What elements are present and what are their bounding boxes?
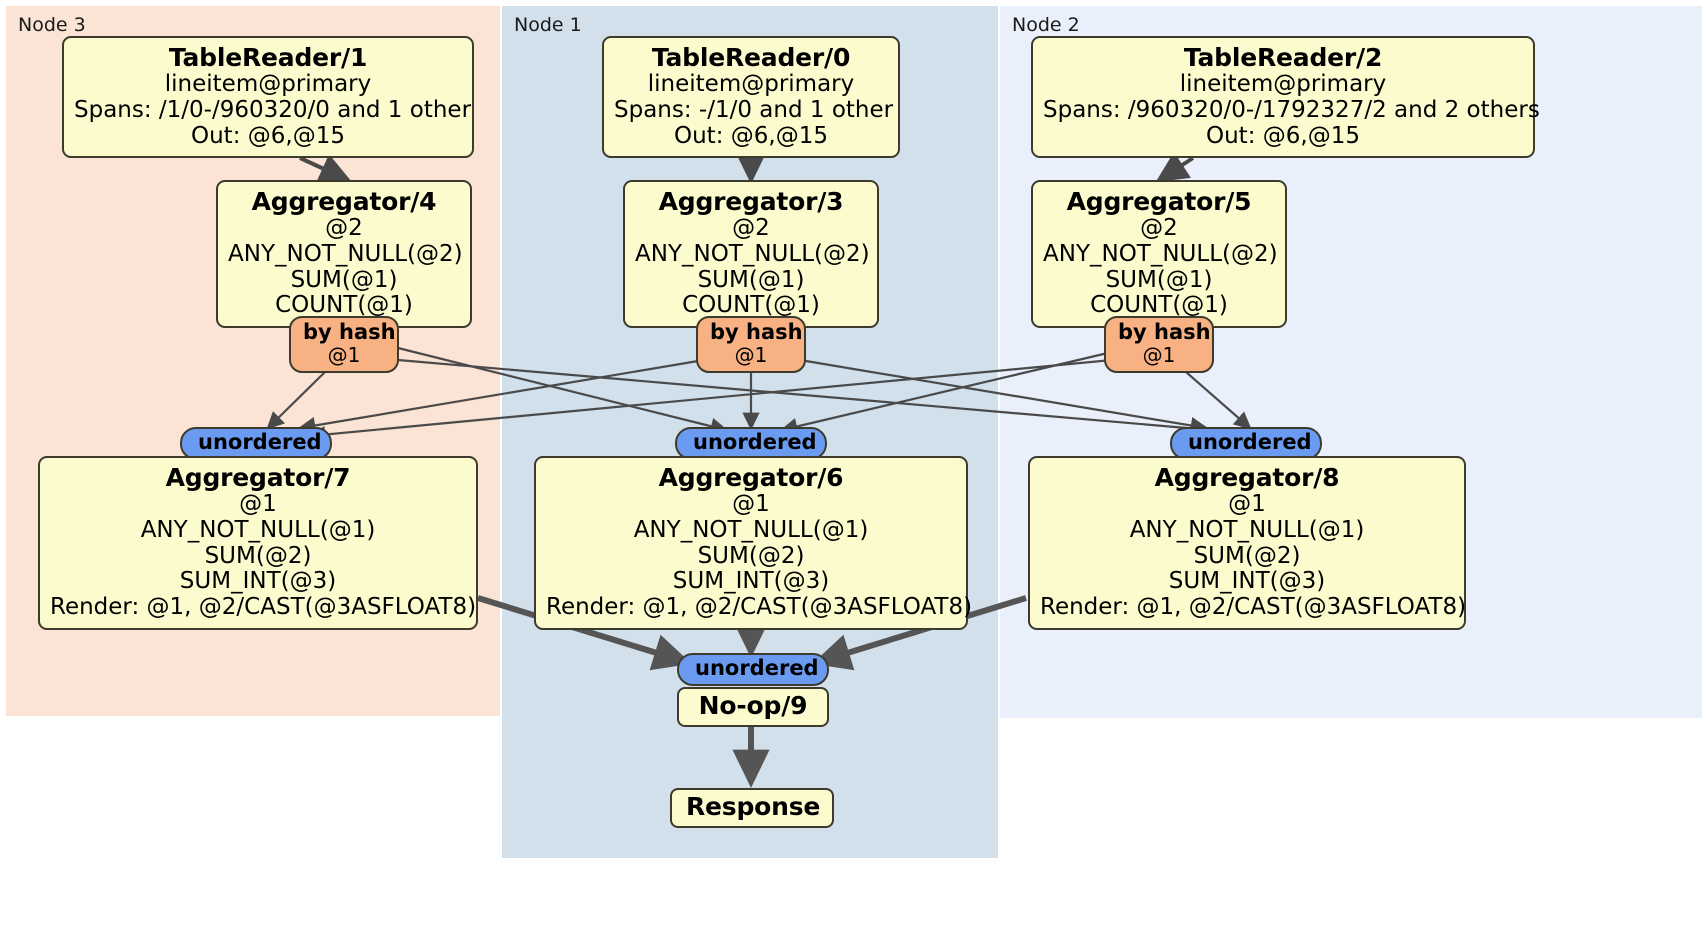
processor-tablereader-2[interactable]: TableReader/2 lineitem@primary Spans: /9… bbox=[1031, 36, 1540, 159]
processor-line: @1 bbox=[1228, 491, 1266, 517]
processor-response[interactable]: Response bbox=[670, 788, 834, 828]
processor-line: @1 bbox=[239, 491, 277, 517]
processor-line: Spans: /1/0-/960320/0 and 1 other bbox=[74, 96, 472, 123]
processor-line: Spans: -/1/0 and 1 other bbox=[614, 96, 894, 123]
processor-tablereader-0[interactable]: TableReader/0 lineitem@primary Spans: -/… bbox=[602, 36, 900, 159]
processor-line: SUM(@1) bbox=[1105, 266, 1213, 293]
processor-line: SUM(@2) bbox=[204, 542, 312, 569]
badge-title: unordered bbox=[695, 656, 819, 680]
stream-badge-unordered-right[interactable]: unordered bbox=[1170, 427, 1322, 461]
badge-title: by hash bbox=[303, 320, 396, 344]
processor-line: COUNT(@1) bbox=[682, 292, 820, 319]
processor-aggregator-4[interactable]: Aggregator/4 @2 ANY_NOT_NULL(@2) SUM(@1)… bbox=[216, 180, 472, 328]
badge-subtitle: @1 bbox=[1142, 343, 1176, 368]
processor-aggregator-3[interactable]: Aggregator/3 @2 ANY_NOT_NULL(@2) SUM(@1)… bbox=[623, 180, 879, 328]
badge-title: by hash bbox=[1118, 320, 1211, 344]
processor-title: TableReader/2 bbox=[1183, 43, 1383, 72]
processor-title: Aggregator/4 bbox=[251, 187, 437, 216]
node-panel-label-node2: Node 2 bbox=[1012, 14, 1080, 36]
stream-badge-unordered-final[interactable]: unordered bbox=[677, 653, 829, 687]
processor-line: ANY_NOT_NULL(@2) bbox=[1043, 240, 1278, 267]
processor-line: COUNT(@1) bbox=[275, 292, 413, 319]
processor-line: ANY_NOT_NULL(@2) bbox=[635, 240, 870, 267]
badge-title: unordered bbox=[1188, 430, 1312, 454]
processor-title: No-op/9 bbox=[698, 691, 808, 720]
badge-subtitle: @1 bbox=[734, 343, 768, 368]
processor-line: ANY_NOT_NULL(@1) bbox=[633, 516, 869, 543]
processor-title: TableReader/0 bbox=[651, 43, 851, 72]
processor-line: SUM(@2) bbox=[697, 542, 805, 569]
processor-line: COUNT(@1) bbox=[1090, 292, 1228, 319]
processor-line: lineitem@primary bbox=[1179, 71, 1387, 97]
processor-title: Response bbox=[686, 792, 821, 821]
processor-line: ANY_NOT_NULL(@1) bbox=[140, 516, 376, 543]
processor-title: Aggregator/6 bbox=[658, 463, 844, 492]
processor-line: @1 bbox=[732, 491, 770, 517]
processor-line: SUM_INT(@3) bbox=[672, 568, 830, 595]
processor-aggregator-6[interactable]: Aggregator/6 @1 ANY_NOT_NULL(@1) SUM(@2)… bbox=[534, 456, 973, 630]
processor-title: TableReader/1 bbox=[168, 43, 368, 72]
processor-title: Aggregator/7 bbox=[165, 463, 351, 492]
badge-title: unordered bbox=[693, 430, 817, 454]
processor-line: Out: @6,@15 bbox=[1206, 122, 1360, 149]
processor-title: Aggregator/3 bbox=[658, 187, 844, 216]
processor-line: lineitem@primary bbox=[164, 71, 372, 97]
processor-line: SUM(@2) bbox=[1193, 542, 1301, 569]
processor-title: Aggregator/8 bbox=[1154, 463, 1340, 492]
badge-title: by hash bbox=[710, 320, 803, 344]
processor-line: @2 bbox=[732, 215, 770, 241]
badge-title: unordered bbox=[198, 430, 322, 454]
processor-line: SUM_INT(@3) bbox=[1168, 568, 1326, 595]
processor-line: ANY_NOT_NULL(@1) bbox=[1129, 516, 1365, 543]
badge-subtitle: @1 bbox=[327, 343, 361, 368]
processor-line: @2 bbox=[325, 215, 363, 241]
node-panel-label-node1: Node 1 bbox=[514, 14, 582, 36]
processor-line: Out: @6,@15 bbox=[191, 122, 345, 149]
node-panel-label-node3: Node 3 bbox=[18, 14, 86, 36]
processor-line: SUM(@1) bbox=[697, 266, 805, 293]
processor-aggregator-7[interactable]: Aggregator/7 @1 ANY_NOT_NULL(@1) SUM(@2)… bbox=[38, 456, 478, 630]
processor-aggregator-5[interactable]: Aggregator/5 @2 ANY_NOT_NULL(@2) SUM(@1)… bbox=[1031, 180, 1287, 328]
processor-line: SUM_INT(@3) bbox=[179, 568, 337, 595]
processor-line: Out: @6,@15 bbox=[674, 122, 828, 149]
processor-line: Render: @1, @2/CAST(@3ASFLOAT8) bbox=[50, 594, 477, 620]
stream-badge-by-hash-right[interactable]: by hash @1 bbox=[1104, 316, 1214, 374]
processor-line: ANY_NOT_NULL(@2) bbox=[228, 240, 463, 267]
stream-badge-by-hash-left[interactable]: by hash @1 bbox=[289, 316, 399, 374]
processor-line: lineitem@primary bbox=[647, 71, 855, 97]
stream-badge-unordered-left[interactable]: unordered bbox=[180, 427, 332, 461]
processor-line: @2 bbox=[1140, 215, 1178, 241]
processor-aggregator-8[interactable]: Aggregator/8 @1 ANY_NOT_NULL(@1) SUM(@2)… bbox=[1028, 456, 1466, 630]
stream-badge-by-hash-center[interactable]: by hash @1 bbox=[696, 316, 806, 374]
processor-tablereader-1[interactable]: TableReader/1 lineitem@primary Spans: /1… bbox=[62, 36, 474, 159]
processor-line: SUM(@1) bbox=[290, 266, 398, 293]
processor-noop-9[interactable]: No-op/9 bbox=[677, 687, 829, 727]
processor-line: Render: @1, @2/CAST(@3ASFLOAT8) bbox=[1040, 594, 1467, 620]
processor-line: Spans: /960320/0-/1792327/2 and 2 others bbox=[1043, 96, 1540, 123]
processor-line: Render: @1, @2/CAST(@3ASFLOAT8) bbox=[546, 594, 973, 620]
processor-title: Aggregator/5 bbox=[1066, 187, 1252, 216]
